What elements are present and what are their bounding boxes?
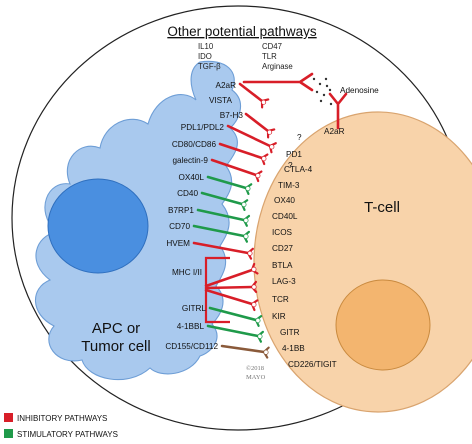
tcell-receptor-cd226-tigit: CD226/TIGIT bbox=[288, 360, 337, 369]
apc-receptor-mhc: MHC I/II bbox=[172, 268, 202, 277]
legend-stimulatory-label: STIMULATORY PATHWAYS bbox=[17, 430, 118, 439]
hvem-btla-connector bbox=[192, 241, 250, 255]
t-cell-nucleus bbox=[335, 279, 431, 371]
apc-receptor-a2ar: A2aR bbox=[216, 81, 237, 90]
cd70-cd27-connector bbox=[192, 224, 246, 238]
b7h3-connector bbox=[244, 112, 270, 133]
tcell-receptor-lag3: LAG-3 bbox=[272, 277, 296, 286]
apc-receptor-ox40l: OX40L bbox=[179, 173, 205, 182]
pdl1-pd1-connector-marker bbox=[269, 144, 275, 150]
other-pathway-tgfb: TGF-β bbox=[198, 62, 221, 71]
cd155-cd226-connector bbox=[220, 344, 266, 354]
other-pathway-il10: IL10 bbox=[198, 42, 214, 51]
apc-label-line1: APC or bbox=[92, 320, 140, 337]
tcell-receptor-pd1: PD1 bbox=[286, 150, 302, 159]
mhc-tcr-connector bbox=[204, 285, 254, 290]
mhc-lag3-connector-marker bbox=[251, 266, 257, 272]
apc-receptor-galectin9: galectin-9 bbox=[172, 156, 208, 165]
tcell-question-2: ? bbox=[288, 161, 293, 170]
gitrl-gitr-connector bbox=[208, 306, 258, 322]
tcell-receptor-btla: BTLA bbox=[272, 261, 293, 270]
copyright-mayo: MAYO bbox=[246, 374, 266, 381]
apc-nucleus bbox=[47, 178, 149, 274]
diagram-title: Other potential pathways bbox=[167, 24, 317, 39]
other-pathway-cd47: CD47 bbox=[262, 42, 282, 51]
apc-receptor-cd70: CD70 bbox=[169, 222, 190, 231]
tcell-receptor-ctla4: CTLA-4 bbox=[284, 165, 313, 174]
apc-receptor-41bbl: 4-1BBL bbox=[177, 322, 205, 331]
mhc-tcr-connector-marker bbox=[251, 284, 257, 290]
pathway-connectors bbox=[192, 72, 348, 359]
apc-receptor-cd155-cd112: CD155/CD112 bbox=[165, 342, 218, 351]
apc-receptor-pdl1-pdl2: PDL1/PDL2 bbox=[181, 123, 225, 132]
legend-inhibitory-label: INHIBITORY PATHWAYS bbox=[17, 414, 107, 423]
tcell-receptor-cd27: CD27 bbox=[272, 244, 293, 253]
apc-receptor-b7rp1: B7RP1 bbox=[168, 206, 194, 215]
tcell-receptor-a2ar: A2aR bbox=[324, 127, 345, 136]
mhc-lag3-connector bbox=[204, 268, 254, 288]
tcell-receptor-cd40l: CD40L bbox=[272, 212, 298, 221]
apc-receptor-gitrl: GITRL bbox=[182, 304, 207, 313]
cd80-ctla4-connector-marker bbox=[261, 156, 267, 162]
tcell-receptor-tim3: TIM-3 bbox=[278, 181, 300, 190]
galectin9-tim3-connector-marker bbox=[255, 173, 261, 179]
legend-stimulatory-swatch bbox=[4, 429, 13, 438]
mhc-kir-connector-marker bbox=[251, 302, 257, 308]
other-pathway-ido: IDO bbox=[198, 52, 212, 61]
cd40-cd40l-connector bbox=[200, 191, 244, 206]
tcell-receptor-gitr: GITR bbox=[280, 328, 300, 337]
vista-connector bbox=[238, 82, 264, 103]
mhc-kir-connector bbox=[204, 288, 254, 306]
apc-label-line2: Tumor cell bbox=[81, 338, 150, 355]
tcell-a2ar-receptor bbox=[328, 92, 348, 130]
b7rp1-icos-connector-marker bbox=[243, 217, 249, 223]
apc-receptor-cd40: CD40 bbox=[177, 189, 198, 198]
t-cell-label: T-cell bbox=[364, 199, 400, 216]
tcell-receptor-kir: KIR bbox=[272, 312, 286, 321]
41bbl-41bb-connector bbox=[206, 324, 260, 338]
tcell-question-1: ? bbox=[297, 133, 302, 142]
cd70-cd27-connector-marker bbox=[243, 233, 249, 239]
hvem-btla-connector-marker bbox=[247, 250, 253, 256]
tcell-receptor-ox40: OX40 bbox=[274, 196, 295, 205]
apc-receptor-vista: VISTA bbox=[209, 96, 233, 105]
apc-receptor-b7h3: B7-H3 bbox=[220, 111, 244, 120]
apc-receptor-cd80-cd86: CD80/CD86 bbox=[172, 140, 217, 149]
b7h3-connector-marker bbox=[267, 129, 273, 135]
tcell-receptor-41bb: 4-1BB bbox=[282, 344, 305, 353]
cd40-cd40l-connector-marker bbox=[241, 201, 247, 208]
mhc-bracket bbox=[204, 256, 230, 324]
other-pathway-tlr: TLR bbox=[262, 52, 277, 61]
gitrl-gitr-connector-marker bbox=[255, 317, 261, 324]
adenosine-dots bbox=[312, 77, 333, 106]
other-pathway-arginase: Arginase bbox=[262, 62, 293, 71]
41bbl-41bb-connector-marker bbox=[257, 333, 263, 339]
tcell-receptor-icos: ICOS bbox=[272, 228, 293, 237]
pdl1-pd1-connector bbox=[226, 124, 272, 148]
ox40l-ox40-connector bbox=[206, 175, 248, 190]
apc-receptor-hvem: HVEM bbox=[166, 239, 190, 248]
cd155-cd226-connector-marker bbox=[263, 349, 269, 355]
adenosine-label: Adenosine bbox=[340, 86, 379, 95]
galectin9-tim3-connector bbox=[210, 158, 258, 177]
b7rp1-icos-connector bbox=[196, 208, 246, 222]
legend-inhibitory-swatch bbox=[4, 413, 13, 422]
copyright-year: ©2018 bbox=[246, 365, 264, 372]
cd80-ctla4-connector bbox=[218, 142, 264, 160]
tcell-receptor-tcr: TCR bbox=[272, 295, 289, 304]
apc-a2ar-receptor bbox=[242, 72, 314, 92]
ox40l-ox40-connector-marker bbox=[245, 186, 251, 192]
vista-connector-marker bbox=[261, 99, 267, 105]
